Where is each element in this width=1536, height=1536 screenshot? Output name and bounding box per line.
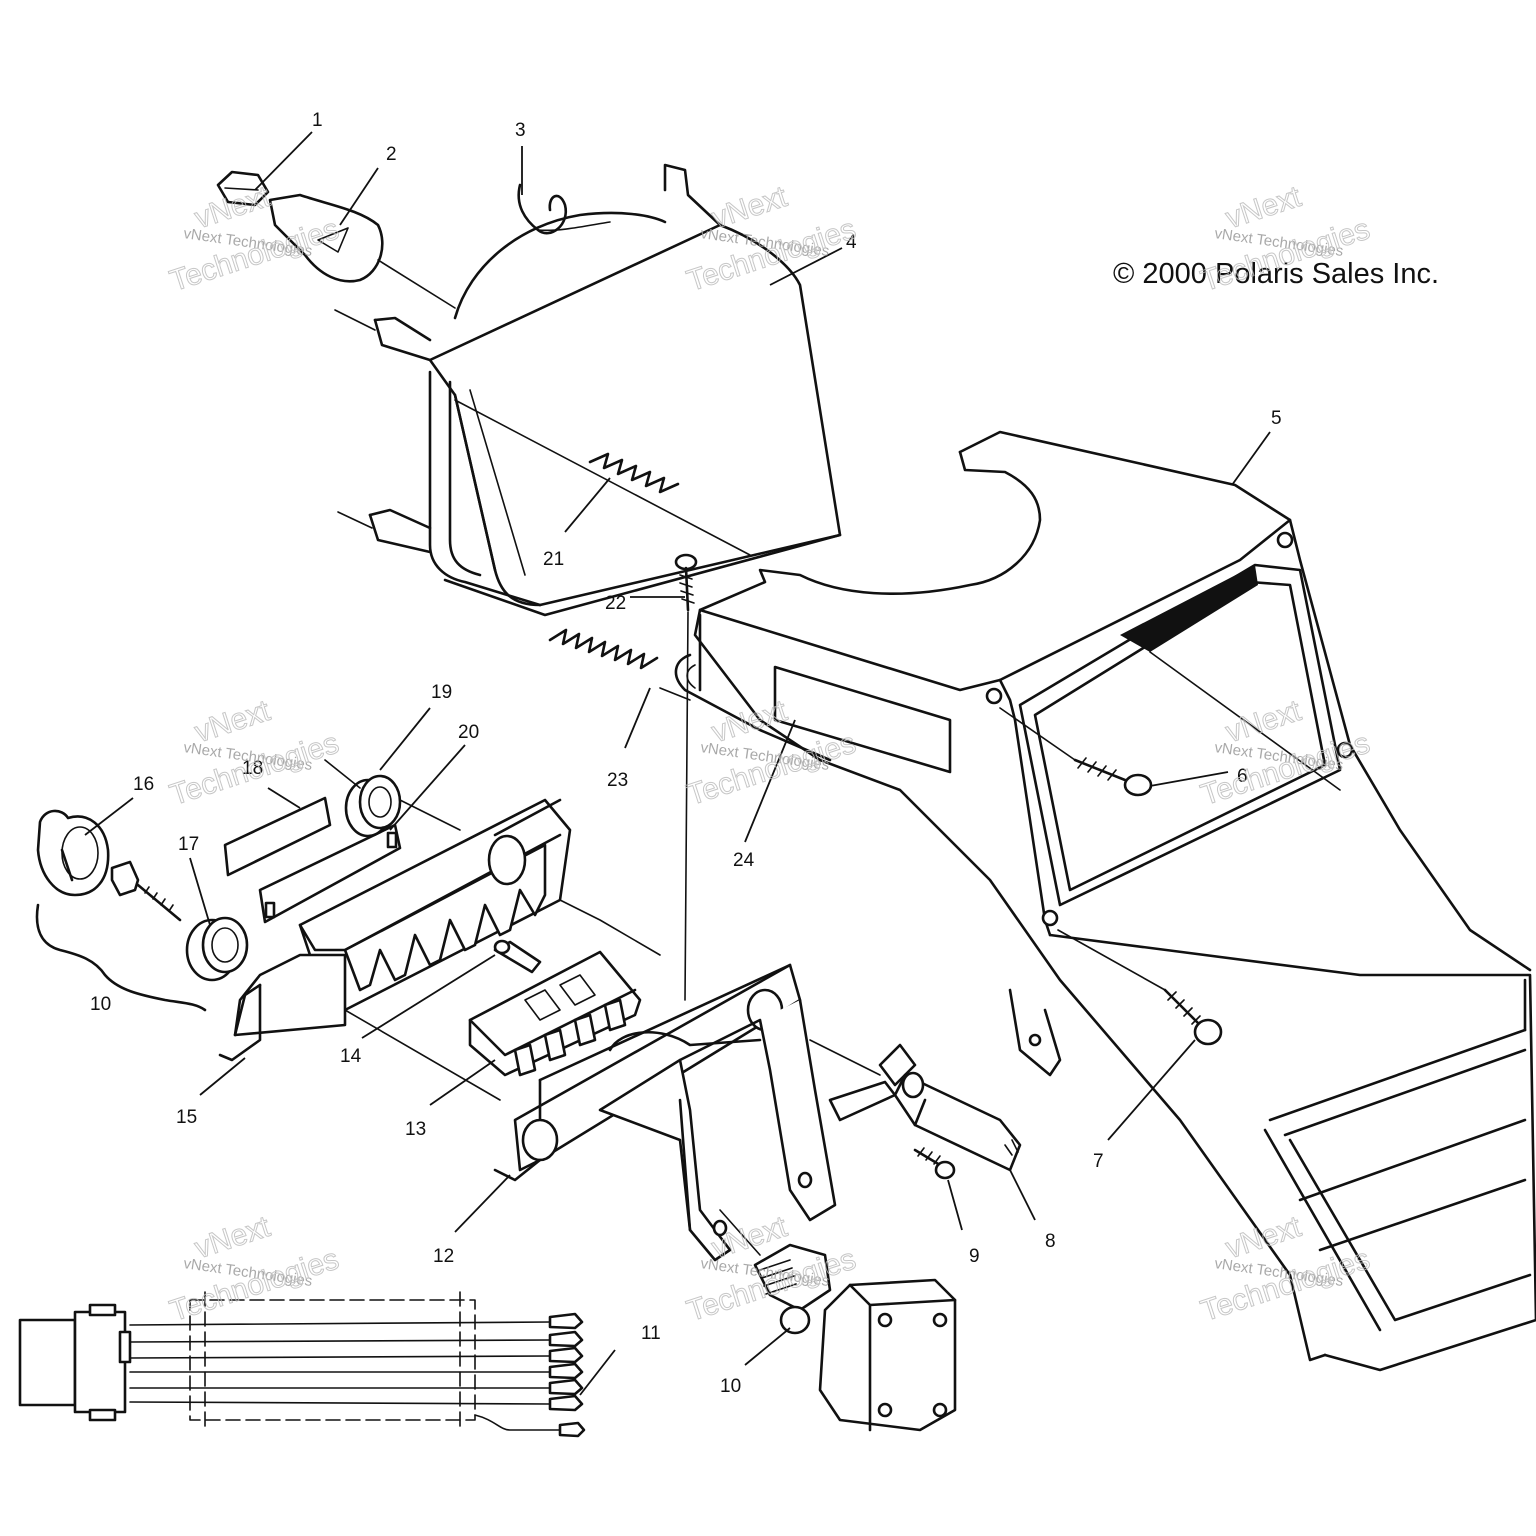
callout-24: 24 bbox=[733, 850, 755, 871]
dash-panel bbox=[218, 798, 661, 1101]
wire-clip bbox=[517, 183, 611, 235]
decal-18 bbox=[223, 796, 332, 877]
leader-lines bbox=[84, 131, 1271, 1396]
callout-11: 11 bbox=[641, 1323, 661, 1344]
callout-10-lower: 10 bbox=[720, 1376, 741, 1397]
key-switch-bezel-16 bbox=[36, 809, 110, 897]
callout-12: 12 bbox=[433, 1246, 454, 1267]
group-bracket bbox=[35, 903, 207, 1012]
bulb-socket bbox=[216, 170, 270, 207]
headlight-bulb bbox=[268, 193, 456, 309]
callout-5: 5 bbox=[1271, 408, 1282, 429]
watermark-1: vNext vNext Technologies Technologies bbox=[166, 180, 344, 299]
spring-upper bbox=[588, 452, 680, 494]
indicator-bulb-14 bbox=[493, 939, 542, 974]
key-bezel-17 bbox=[185, 916, 249, 982]
windshield-screw-7 bbox=[1057, 929, 1223, 1046]
callout-15: 15 bbox=[176, 1107, 197, 1128]
windshield-screw-6 bbox=[999, 707, 1153, 797]
callout-7: 7 bbox=[1093, 1151, 1104, 1172]
callout-17: 17 bbox=[178, 834, 199, 855]
watermark-2: vNext vNext Technologies Technologies bbox=[683, 180, 861, 299]
callout-8: 8 bbox=[1045, 1231, 1056, 1252]
ignition-key-17 bbox=[110, 860, 182, 922]
callout-4: 4 bbox=[846, 232, 857, 253]
spring-lower bbox=[548, 628, 691, 701]
watermark-4: vNext vNext Technologies Technologies bbox=[166, 694, 344, 813]
watermark-7: vNext vNext Technologies Technologies bbox=[166, 1210, 344, 1329]
screw-9 bbox=[913, 1147, 956, 1180]
callout-2: 2 bbox=[386, 144, 397, 165]
switch-block-13 bbox=[468, 950, 642, 1077]
toggle-switch-8 bbox=[809, 1039, 1022, 1172]
hood-cowl bbox=[674, 430, 1536, 1372]
watermark-6: vNext vNext Technologies Technologies bbox=[1197, 694, 1375, 813]
key-switch-10 bbox=[719, 1209, 957, 1432]
switch-bracket-12 bbox=[493, 963, 837, 1262]
callout-23: 23 bbox=[607, 770, 628, 791]
callout-1: 1 bbox=[312, 110, 323, 131]
headlight-assembly bbox=[334, 163, 842, 617]
watermarks: vNext vNext Technologies Technologies vN… bbox=[166, 180, 1375, 1329]
callout-13: 13 bbox=[405, 1119, 426, 1140]
bezel-ring-19 bbox=[324, 759, 461, 838]
indicator-plate-20 bbox=[258, 823, 402, 924]
watermark-5: vNext vNext Technologies Technologies bbox=[683, 694, 861, 813]
callout-22: 22 bbox=[605, 593, 626, 614]
callout-18: 18 bbox=[242, 758, 263, 779]
watermark-9: vNext vNext Technologies Technologies bbox=[1197, 1210, 1375, 1329]
copyright-notice: © 2000 Polaris Sales Inc. bbox=[1113, 258, 1439, 290]
callout-10-upper: 10 bbox=[90, 994, 111, 1015]
callout-21: 21 bbox=[543, 549, 564, 570]
callout-6: 6 bbox=[1237, 766, 1248, 787]
callout-3: 3 bbox=[515, 120, 526, 141]
callout-14: 14 bbox=[340, 1046, 362, 1067]
callout-19: 19 bbox=[431, 682, 452, 703]
callout-16: 16 bbox=[133, 774, 154, 795]
callout-labels: 1 2 3 4 5 6 7 8 9 10 10 11 12 13 14 15 1… bbox=[90, 110, 1282, 1397]
callout-9: 9 bbox=[969, 1246, 980, 1267]
wiring-harness-11 bbox=[18, 1291, 586, 1438]
callout-20: 20 bbox=[458, 722, 479, 743]
